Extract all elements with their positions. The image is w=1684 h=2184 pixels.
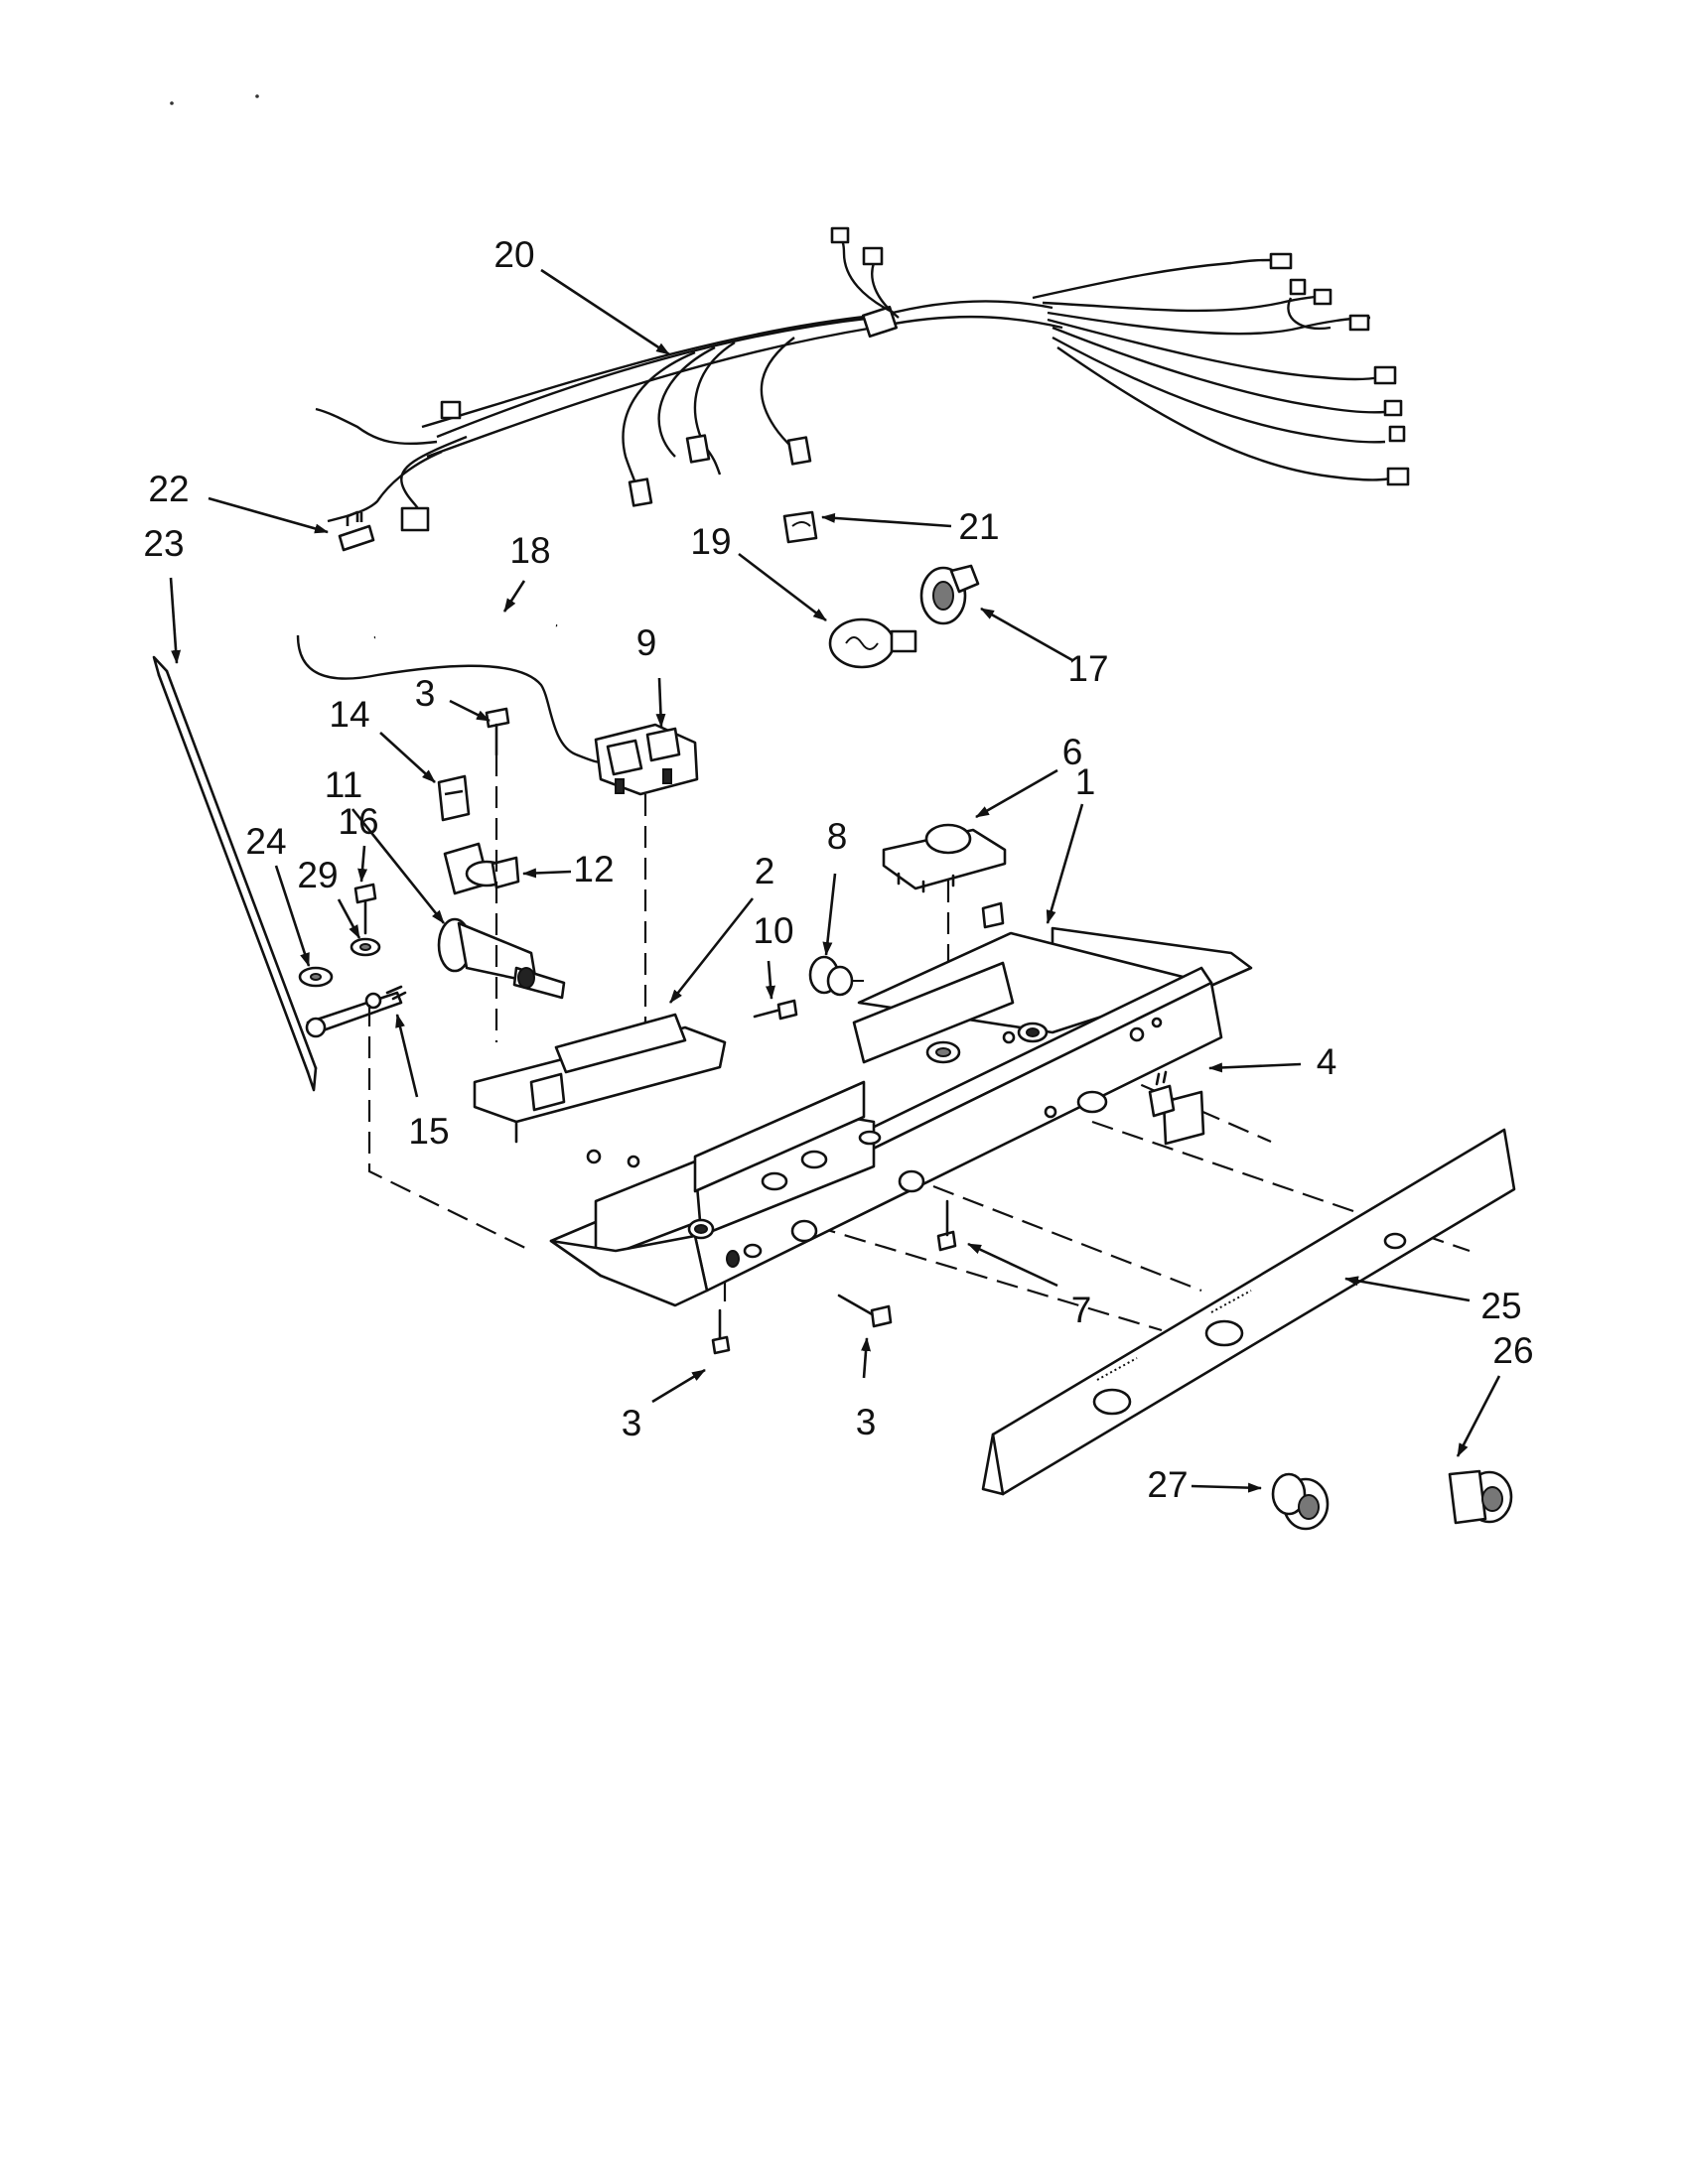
- part-label-17: 17: [1067, 648, 1108, 689]
- capillary-tube: [296, 634, 609, 763]
- mounting-bracket-2: [473, 1013, 727, 1144]
- part-label-20: 20: [493, 234, 534, 275]
- part-label-12: 12: [573, 849, 614, 889]
- knob-27: [1271, 1472, 1330, 1531]
- screw-3-top: [485, 707, 510, 756]
- screw-10: [753, 999, 798, 1021]
- thermostat-9: [594, 723, 699, 796]
- socket-8: [808, 955, 864, 997]
- part-label-25: 25: [1480, 1286, 1521, 1326]
- part-label-10: 10: [753, 910, 793, 951]
- part-label-11: 11: [325, 764, 362, 805]
- part-label-14: 14: [329, 694, 369, 735]
- bracket-12: [443, 842, 520, 895]
- part-label-3-bottom-right: 3: [856, 1402, 877, 1442]
- bracket-14: [437, 774, 471, 822]
- part-label-8: 8: [827, 816, 848, 857]
- switch-4: [1148, 1070, 1205, 1146]
- control-housing-1: [549, 901, 1253, 1307]
- part-label-7: 7: [1071, 1290, 1092, 1330]
- part-label-23: 23: [143, 523, 184, 564]
- knob-26: [1448, 1469, 1513, 1525]
- part-label-3-top: 3: [415, 673, 436, 714]
- part-label-21: 21: [958, 506, 999, 547]
- part-number-labels: 20 22 23 21 19 18 17 9 3 14 11 6 1 16 24…: [143, 234, 1533, 1505]
- screw-3-bottom-left: [711, 1308, 731, 1355]
- screw-3-bottom-right: [837, 1294, 893, 1328]
- part-label-26: 26: [1492, 1330, 1533, 1371]
- leader-arrows: [169, 268, 1501, 1493]
- part-label-9: 9: [636, 622, 657, 663]
- part-label-18: 18: [509, 530, 550, 571]
- part-label-16: 16: [338, 801, 378, 842]
- part-label-4: 4: [1317, 1041, 1337, 1082]
- part-label-24: 24: [245, 821, 286, 862]
- damper-link-15: [305, 985, 407, 1038]
- screw-16: [353, 883, 377, 935]
- damper-control-11: [437, 917, 566, 1000]
- part-label-6: 6: [1062, 732, 1083, 772]
- part-label-3-bottom-left: 3: [622, 1403, 642, 1443]
- part-label-1: 1: [1075, 761, 1096, 802]
- part-label-22: 22: [148, 469, 189, 509]
- part-label-15: 15: [408, 1111, 449, 1152]
- part-label-2: 2: [755, 851, 775, 891]
- wire-harness: [315, 226, 1410, 532]
- part-label-27: 27: [1147, 1464, 1188, 1505]
- screw-7: [936, 1199, 957, 1252]
- part-label-29: 29: [297, 855, 338, 895]
- lamp-socket-17: [919, 564, 980, 625]
- scan-specks: [170, 94, 259, 105]
- control-panel-25: [981, 1128, 1516, 1496]
- defrost-timer-6: [882, 823, 1007, 893]
- damper-rod-23: [152, 655, 318, 1092]
- part-label-19: 19: [690, 521, 731, 562]
- socket-clip-21: [782, 510, 818, 544]
- clip-22: [338, 510, 375, 552]
- light-bulb-19: [828, 617, 917, 669]
